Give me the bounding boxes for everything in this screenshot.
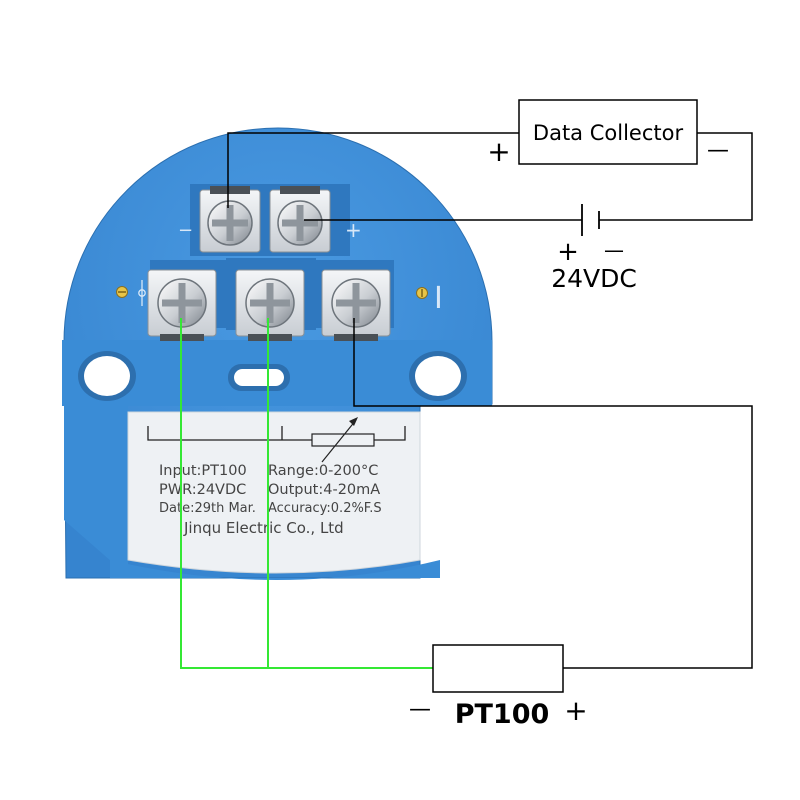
data-collector-label: Data Collector <box>533 121 684 145</box>
data-collector: Data Collector + — <box>487 99 729 168</box>
label-line-1-right: Range:0-200°C <box>268 463 378 479</box>
company-name: Jinqu Electric Co., Ltd <box>183 519 344 537</box>
screw-terminal-icon <box>331 278 381 328</box>
black-wires <box>227 132 753 669</box>
resistor-icon <box>311 417 375 463</box>
terminal-sensor-3 <box>321 269 391 341</box>
label-panel: Input:PT100 Range:0-200°C PWR:24VDC Outp… <box>127 411 421 574</box>
label-line-2-right: Output:4-20mA <box>268 482 380 498</box>
terminal-minus-mark: − <box>178 220 193 241</box>
terminal-sensor-2 <box>235 269 305 341</box>
supply-label: 24VDC <box>551 264 637 293</box>
green-wires <box>180 318 433 669</box>
mounting-slot-center <box>228 364 290 391</box>
label-line-2-left: PWR:24VDC <box>159 482 246 498</box>
terminal-power-plus <box>269 186 331 253</box>
data-collector-minus: — <box>707 138 729 163</box>
screw-terminal-icon <box>157 278 207 328</box>
data-collector-plus: + <box>487 135 510 168</box>
terminal-plus-mark: + <box>345 218 362 242</box>
pt100-plus: + <box>564 694 587 727</box>
supply-minus: — <box>604 238 624 262</box>
grounding-screw-icon <box>416 287 428 299</box>
grounding-screw-icon <box>116 286 128 298</box>
screw-terminal-icon <box>245 278 295 328</box>
pt100-label: PT100 <box>455 699 550 730</box>
label-line-3-right: Accuracy:0.2%F.S <box>268 501 382 516</box>
label-line-3-left: Date:29th Mar. <box>159 501 256 516</box>
pt100-minus: — <box>409 697 431 722</box>
pt100-sensor <box>432 644 564 693</box>
terminal-sensor-1 <box>147 269 217 341</box>
rtd-terminal-mark <box>138 280 146 306</box>
battery-icon <box>581 204 600 236</box>
mounting-hole-left <box>78 351 136 401</box>
screw-terminal-icon <box>207 200 253 246</box>
current-symbol: I <box>434 281 443 316</box>
terminal-power-minus <box>199 186 261 253</box>
label-line-1-left: Input:PT100 <box>159 463 247 479</box>
mounting-hole-right <box>409 351 467 401</box>
supply-plus: + <box>557 237 579 267</box>
screw-terminal-icon <box>277 200 323 246</box>
